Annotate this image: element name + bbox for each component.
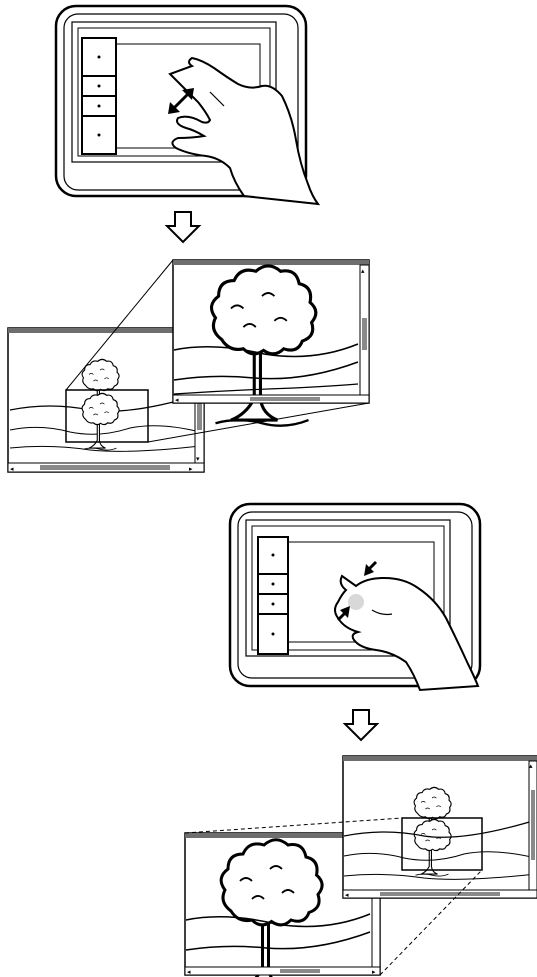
- tablet-top: [56, 6, 318, 204]
- window-after-zoom-out: ◂ ▴: [343, 756, 537, 899]
- scroll-left-arrow-icon: ◂: [187, 968, 191, 976]
- express-keys-bottom: [258, 537, 288, 654]
- scroll-up-arrow-icon: ▴: [361, 267, 365, 275]
- scroll-right-arrow-icon: ▸: [189, 465, 193, 473]
- down-arrow-icon: [167, 212, 199, 242]
- scroll-up-arrow-icon: ▴: [529, 762, 533, 770]
- scroll-left-arrow-icon: ◂: [10, 465, 14, 473]
- scroll-left-arrow-icon: ◂: [175, 396, 179, 404]
- scroll-left-arrow-icon: ◂: [345, 891, 349, 899]
- scroll-down-arrow-icon: ▾: [196, 455, 200, 463]
- down-arrow-icon: [345, 710, 377, 740]
- scroll-right-arrow-icon: ▸: [372, 968, 376, 976]
- express-keys-top: [82, 38, 116, 154]
- tablet-bottom: [230, 504, 480, 690]
- window-after-zoom-in: ◂ ▴: [173, 260, 369, 426]
